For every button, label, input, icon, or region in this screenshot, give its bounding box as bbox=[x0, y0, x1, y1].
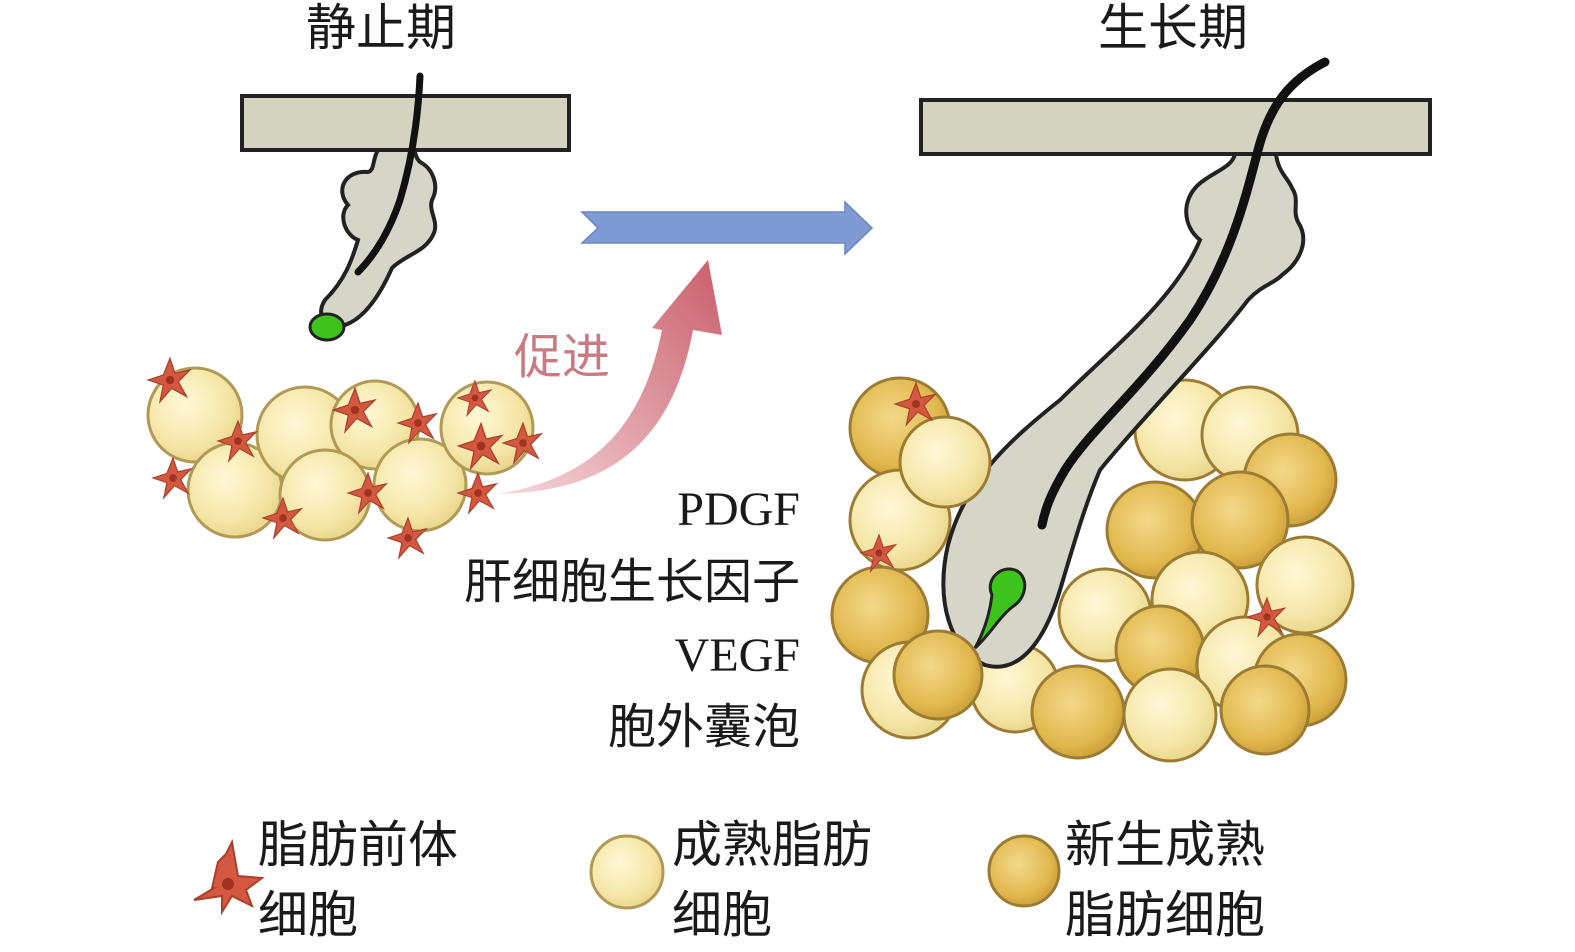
resting-follicle bbox=[240, 72, 571, 342]
stage-label-resting: 静止期 bbox=[306, 0, 456, 57]
right-adipocyte-front bbox=[892, 415, 992, 721]
growing-follicle bbox=[919, 57, 1432, 669]
legend-mature-adipocyte: 成熟脂肪 细胞 bbox=[672, 810, 872, 950]
mature-adipocyte bbox=[1122, 667, 1218, 763]
transition-arrow bbox=[580, 200, 874, 256]
new-mature-adipocyte bbox=[1030, 664, 1126, 760]
hair-shaft-right bbox=[1037, 57, 1330, 530]
legend-preadipocyte-line1: 脂肪前体 bbox=[258, 816, 458, 874]
new-mature-adipocyte-legend-icon bbox=[987, 834, 1061, 908]
hair-shaft-left bbox=[354, 72, 424, 276]
legend-mature-line1: 成熟脂肪 bbox=[672, 816, 872, 874]
dermal-papilla-right bbox=[973, 567, 1027, 650]
legend-preadipocyte-line2: 细胞 bbox=[258, 886, 358, 944]
factor-hgf: 肝细胞生长因子 bbox=[463, 554, 800, 610]
mature-adipocyte bbox=[146, 366, 244, 464]
stage-label-growing: 生长期 bbox=[1098, 0, 1248, 57]
factor-pdgf: PDGF bbox=[677, 483, 800, 536]
preadipocyte-legend-icon bbox=[193, 838, 265, 916]
new-mature-adipocyte bbox=[1219, 664, 1311, 756]
legend-new-mature-line2: 脂肪细胞 bbox=[1065, 886, 1265, 944]
mature-adipocyte bbox=[439, 380, 535, 476]
legend-preadipocyte: 脂肪前体 细胞 bbox=[258, 810, 458, 950]
legend-new-mature-line1: 新生成熟 bbox=[1065, 816, 1265, 874]
factor-vegf: VEGF bbox=[674, 629, 800, 682]
legend-new-mature-adipocyte: 新生成熟 脂肪细胞 bbox=[1065, 810, 1265, 950]
new-mature-adipocyte bbox=[892, 629, 984, 721]
follicle-sheath-left bbox=[319, 148, 438, 328]
mature-adipocyte bbox=[898, 415, 992, 509]
mature-adipocyte-legend-icon bbox=[589, 834, 665, 910]
new-mature-adipocyte bbox=[1190, 470, 1290, 570]
dermal-papilla-left bbox=[308, 312, 346, 342]
legend-icons bbox=[193, 834, 1061, 916]
promote-arrow bbox=[498, 260, 722, 494]
skin-bar-right bbox=[919, 98, 1432, 156]
left-adipocyte-cluster bbox=[146, 366, 535, 542]
skin-bar-left bbox=[240, 94, 571, 152]
legend-mature-line2: 细胞 bbox=[672, 886, 772, 944]
promote-label: 促进 bbox=[514, 329, 611, 385]
factor-extracellular-vesicles: 胞外囊泡 bbox=[607, 699, 800, 755]
